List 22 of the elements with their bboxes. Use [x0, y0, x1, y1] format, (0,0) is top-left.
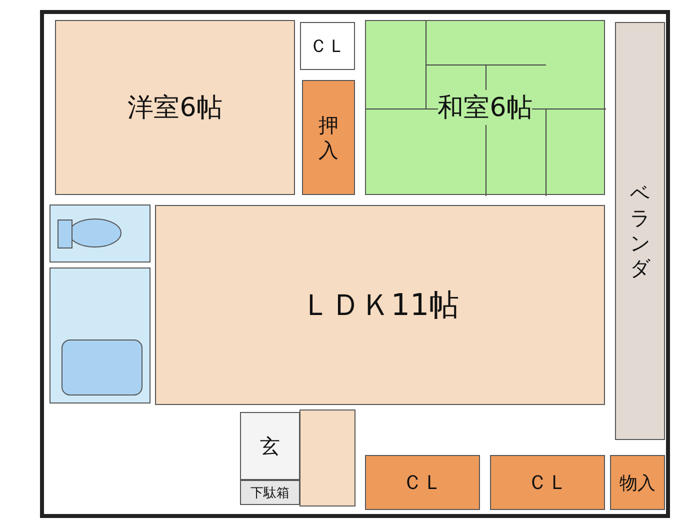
balcony	[615, 22, 665, 440]
room-name: 物入	[620, 472, 656, 494]
room-name: 和室6帖	[438, 90, 532, 125]
room-name: ＣＬ	[528, 469, 568, 496]
room-name: 洋室6帖	[128, 92, 222, 125]
shoe-cabinet	[240, 480, 300, 505]
room-name: 下駄箱	[250, 484, 290, 502]
room-name: 押入	[318, 112, 339, 162]
closet	[490, 455, 605, 510]
room	[155, 205, 605, 405]
room-name: ベランダ	[630, 181, 650, 281]
room-name: ＬＤＫ11帖	[300, 286, 460, 324]
storage	[610, 455, 665, 510]
room-name: ＣＬ	[402, 469, 442, 496]
closet	[365, 455, 480, 510]
closet	[302, 80, 355, 195]
room-name: 玄	[260, 432, 280, 460]
room	[55, 20, 295, 195]
closet	[300, 22, 355, 70]
room-name: ＣＬ	[310, 35, 346, 58]
entrance	[240, 412, 300, 480]
room	[365, 20, 605, 195]
